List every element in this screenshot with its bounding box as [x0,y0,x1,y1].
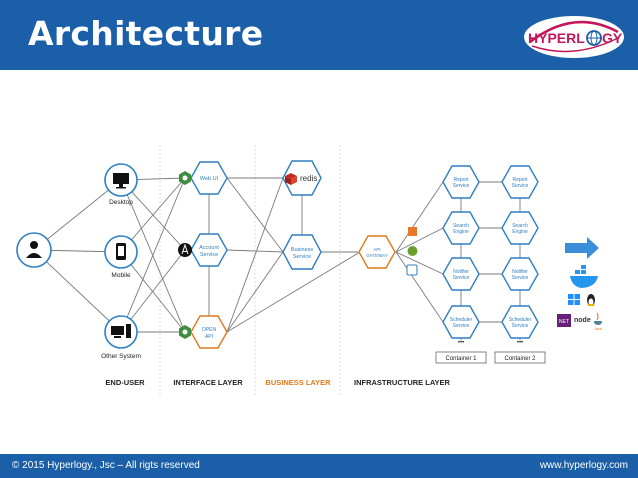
redis-node: redis [282,160,322,196]
slide-footer: © 2015 Hyperlogy., Jsc – All rigts reser… [0,454,638,478]
report-service-label-1b: Service [453,183,470,189]
notifier-service-node-2: Notifier Service [501,257,539,291]
website-link[interactable]: www.hyperlogy.com [539,460,628,471]
notifier-service-label-2: Notifier [512,269,528,275]
other-system-node [104,315,138,349]
globe-icon [407,246,418,256]
open-api-label: OPEN [202,327,217,333]
dotnet-icon: NET [557,314,571,327]
dotnet-label: NET [559,319,569,325]
business-layer-label: BUSINESS LAYER [265,378,331,387]
notifier-service-label-1: Notifier [453,269,469,275]
desktop-label: Desktop [109,199,133,206]
search-engine-label-1: Search [453,223,469,229]
search-engine-label-2: Search [512,223,528,229]
open-api-label-2: API [205,334,213,340]
desktop-node [104,163,138,197]
api-gear-icon [179,325,191,339]
container-1-ellipsis: ••• [458,340,464,346]
other-system-label: Other System [101,353,141,360]
java-label: Java [594,327,601,331]
mobile-label: Mobile [111,272,131,279]
report-service-label-2b: Service [512,183,529,189]
nodejs-label: node [574,317,591,324]
logo-text-left: HYPERL [528,30,585,46]
redis-label: redis [300,174,317,183]
business-service-node: Business Service [282,234,322,270]
report-service-label-1: Report [453,177,469,183]
account-service-label: Account [199,245,219,251]
scheduler-service-label-1b: Service [453,323,470,329]
infrastructure-layer-label: INFRASTRUCTURE LAYER [354,378,451,387]
nodejs-icon [179,171,191,185]
scheduler-service-label-1: Scheduler [450,317,473,323]
redis-icon [285,173,297,185]
business-service-label: Business [291,247,314,253]
account-service-node: Account Service [190,233,228,267]
windows-icon [568,294,580,305]
scheduler-service-label-2b: Service [512,323,529,329]
nodejs-logo-icon: node [574,317,591,324]
scheduler-service-node-1: Scheduler Service [442,305,480,339]
api-gateway-node: API GATEWAY [358,235,396,269]
search-engine-label-2b: Engine [512,229,528,235]
open-api-node: OPEN API [190,315,228,349]
copyright-text: © 2015 Hyperlogy., Jsc – All rigts reser… [12,460,200,471]
container-2-box: Container 2 [494,351,546,364]
scheduler-service-label-2: Scheduler [509,317,532,323]
notifier-service-node-1: Notifier Service [442,257,480,291]
slide-title: Architecture [28,14,264,53]
layer-separators [159,145,341,395]
end-user-layer-label: END-USER [105,378,145,387]
search-engine-label-1b: Engine [453,229,469,235]
slide-header: Architecture HYPERL GY [0,0,638,70]
web-ui-node: Web UI [190,161,228,195]
container-1-box: Container 1 [435,351,487,364]
container-2-label: Container 2 [504,356,536,362]
business-service-label-2: Service [293,254,311,260]
account-service-label-2: Service [200,252,218,258]
scheduler-service-node-2: Scheduler Service [501,305,539,339]
interface-layer-label: INTERFACE LAYER [173,378,243,387]
logo-text-right: GY [602,30,623,46]
notifier-service-label-2b: Service [512,275,529,281]
mobile-node [104,235,138,269]
api-gateway-label: API [373,247,380,252]
factory-icon [408,227,417,236]
api-gateway-label-2: GATEWAY [366,253,388,258]
architecture-diagram: Desktop Mobile Other System Web UI Accou… [16,145,602,395]
hyperlogy-logo: HYPERL GY [524,16,624,58]
container-2-ellipsis: ••• [517,340,523,346]
docker-icon [570,265,598,288]
gateway-tools-icons [406,227,418,276]
angular-icon [178,243,192,257]
report-service-node-1: Report Service [442,165,480,199]
notifier-service-label-1b: Service [453,275,470,281]
report-service-label-2: Report [512,177,528,183]
container-1-label: Container 1 [445,356,477,362]
user-node [16,232,52,268]
search-engine-node-1: Search Engine [442,211,480,245]
browser-icon [406,264,418,276]
java-icon: Java [594,312,602,331]
linux-icon [587,294,595,306]
search-engine-node-2: Search Engine [501,211,539,245]
report-service-node-2: Report Service [501,165,539,199]
web-ui-label: Web UI [200,176,219,182]
right-arrow-icon [565,237,599,259]
